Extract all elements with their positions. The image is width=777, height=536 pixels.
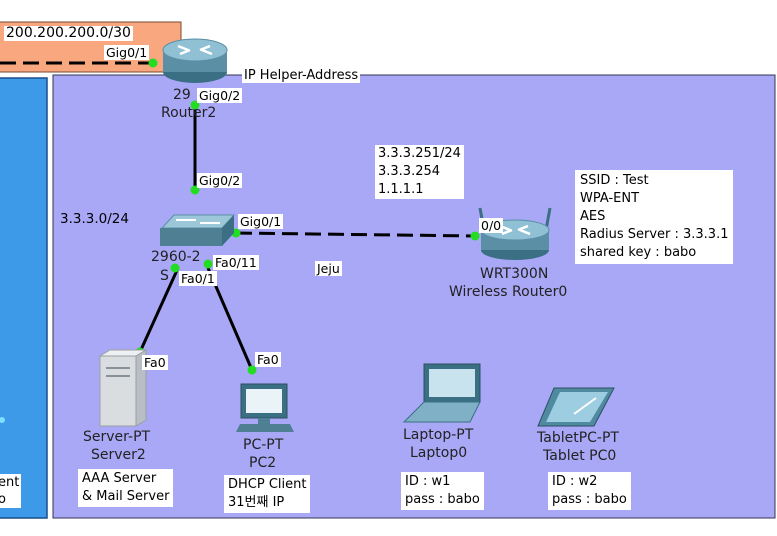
link-switch-server (138, 267, 180, 353)
tablet-caption-line: ID : w2 (552, 474, 598, 489)
router-gig02-top-label: Gig0/2 (197, 88, 243, 103)
laptop-model: Laptop-PT (403, 427, 474, 443)
tablet-caption: ID : w2 pass : babo (548, 472, 631, 510)
pc-model: PC-PT (243, 437, 284, 453)
router-model: 29 (173, 87, 191, 103)
wireless-wifi-info: SSID : Test WPA-ENT AES Radius Server : … (575, 170, 734, 264)
wifi-info-line: WPA-ENT (580, 191, 640, 206)
switch-model: 2960-2 (151, 249, 201, 265)
laptop-caption-line: ID : w1 (405, 474, 451, 489)
laptop-caption: ID : w1 pass : babo (401, 472, 484, 510)
laptop-name: Laptop0 (410, 445, 468, 461)
router-name: Router2 (161, 105, 217, 121)
laptop-icon (402, 363, 481, 423)
tablet-caption-line: pass : babo (552, 492, 627, 507)
link-dot (170, 263, 180, 273)
pc-icon (236, 383, 294, 432)
wireless-port-label: 0/0 (479, 218, 504, 233)
wireless-ip-info: 3.3.3.251/24 3.3.3.254 1.1.1.1 (375, 145, 464, 199)
server-caption: AAA Server & Mail Server (78, 469, 174, 507)
switch-name: S (160, 268, 169, 284)
switch-fa011-label: Fa0/11 (213, 255, 259, 270)
link-dot (247, 365, 257, 375)
switch-subnet-label: 3.3.3.0/24 (60, 211, 129, 227)
router-gig01-label: Gig0/1 (104, 45, 150, 60)
server-caption-line: & Mail Server (82, 489, 170, 504)
wifi-info-line: Radius Server : 3.3.3.1 (580, 227, 729, 242)
wireless-ip-line: 1.1.1.1 (378, 182, 424, 197)
wireless-ip-line: 3.3.3.254 (378, 164, 441, 179)
left-network-area (0, 77, 48, 519)
wireless-router-icon (478, 207, 552, 260)
top-network-label: 200.200.200.0/30 (4, 25, 133, 41)
server-name: Server2 (91, 447, 146, 463)
left-area-note: ent o (0, 474, 22, 508)
laptop-caption-line: pass : babo (405, 492, 480, 507)
pc-port-label: Fa0 (255, 352, 281, 367)
wireless-ip-line: 3.3.3.251/24 (378, 146, 461, 161)
link-dot (470, 231, 480, 241)
switch-fa01-label: Fa0/1 (179, 271, 217, 286)
tablet-model: TabletPC-PT (537, 430, 619, 446)
link-dot (148, 58, 158, 68)
wireless-name: Wireless Router0 (449, 284, 568, 300)
server-model: Server-PT (83, 429, 151, 445)
ip-helper-label: IP Helper-Address (242, 68, 361, 83)
left-area-line: ent (0, 475, 20, 490)
tablet-name: Tablet PC0 (543, 448, 617, 464)
left-area-line: o (0, 492, 6, 507)
switch-gig01-label: Gig0/1 (238, 214, 284, 229)
wifi-info-line: SSID : Test (580, 173, 649, 188)
wireless-model: WRT300N (480, 266, 549, 282)
pc-caption-line: DHCP Client (228, 477, 307, 492)
link-switch-wireless (235, 231, 476, 238)
router-icon (162, 38, 228, 83)
area-name-jeju: Jeju (315, 261, 342, 276)
server-icon (98, 349, 148, 427)
server-caption-line: AAA Server (82, 471, 157, 486)
pc-name: PC2 (249, 455, 277, 471)
switch-icon (160, 214, 236, 246)
switch-gig02-label: Gig0/2 (197, 173, 243, 188)
pc-caption: DHCP Client 31번째 IP (224, 475, 311, 513)
tablet-icon (537, 387, 615, 427)
link-dot (203, 259, 213, 269)
wifi-info-line: AES (580, 209, 606, 224)
wifi-info-line: shared key : babo (580, 245, 697, 260)
pc-caption-line: 31번째 IP (228, 495, 285, 510)
left-area-mark (0, 417, 5, 423)
server-port-label: Fa0 (142, 355, 168, 370)
